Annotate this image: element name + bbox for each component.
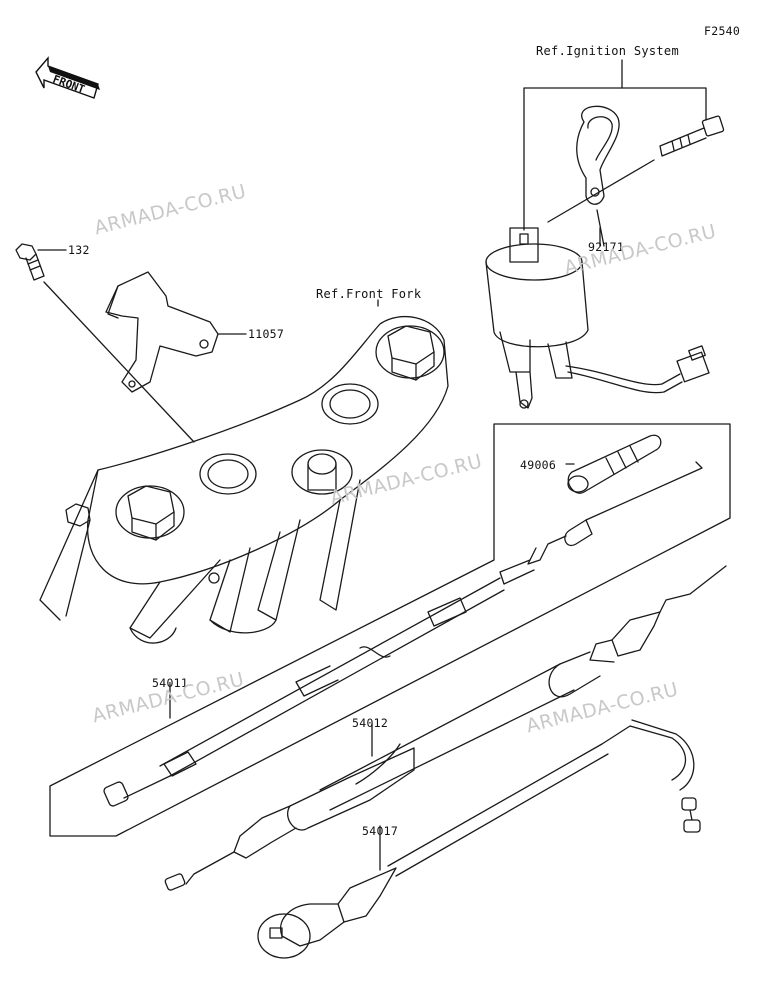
bracket-11057-icon	[105, 271, 219, 393]
ignition-coil-icon	[485, 227, 710, 409]
cable-54017-icon	[257, 719, 701, 959]
part-number-132: 132	[68, 243, 90, 257]
bolt-132-icon	[15, 243, 45, 281]
figure-code: F2540	[704, 24, 741, 38]
front-direction-badge: FRONT	[34, 52, 104, 110]
cable-54011-icon	[103, 461, 703, 807]
part-number-49006: 49006	[520, 458, 557, 472]
part-number-11057: 11057	[248, 327, 285, 341]
part-number-54017: 54017	[362, 824, 399, 838]
ref-front-fork: Ref.Front Fork	[316, 287, 422, 301]
bolt-icon	[659, 115, 725, 157]
ref-ignition-system: Ref.Ignition System	[536, 44, 679, 58]
cable-group-bracket	[49, 423, 731, 837]
clamp-bracket-icon	[576, 105, 620, 205]
part-number-54012: 54012	[352, 716, 389, 730]
cable-54012-icon	[164, 565, 727, 891]
triple-clamp-icon	[39, 316, 449, 644]
ignition-ref-bracket	[523, 87, 707, 231]
part-number-54011: 54011	[152, 676, 189, 690]
cable-boot-49006-icon	[567, 434, 662, 494]
part-number-92171: 92171	[588, 240, 625, 254]
